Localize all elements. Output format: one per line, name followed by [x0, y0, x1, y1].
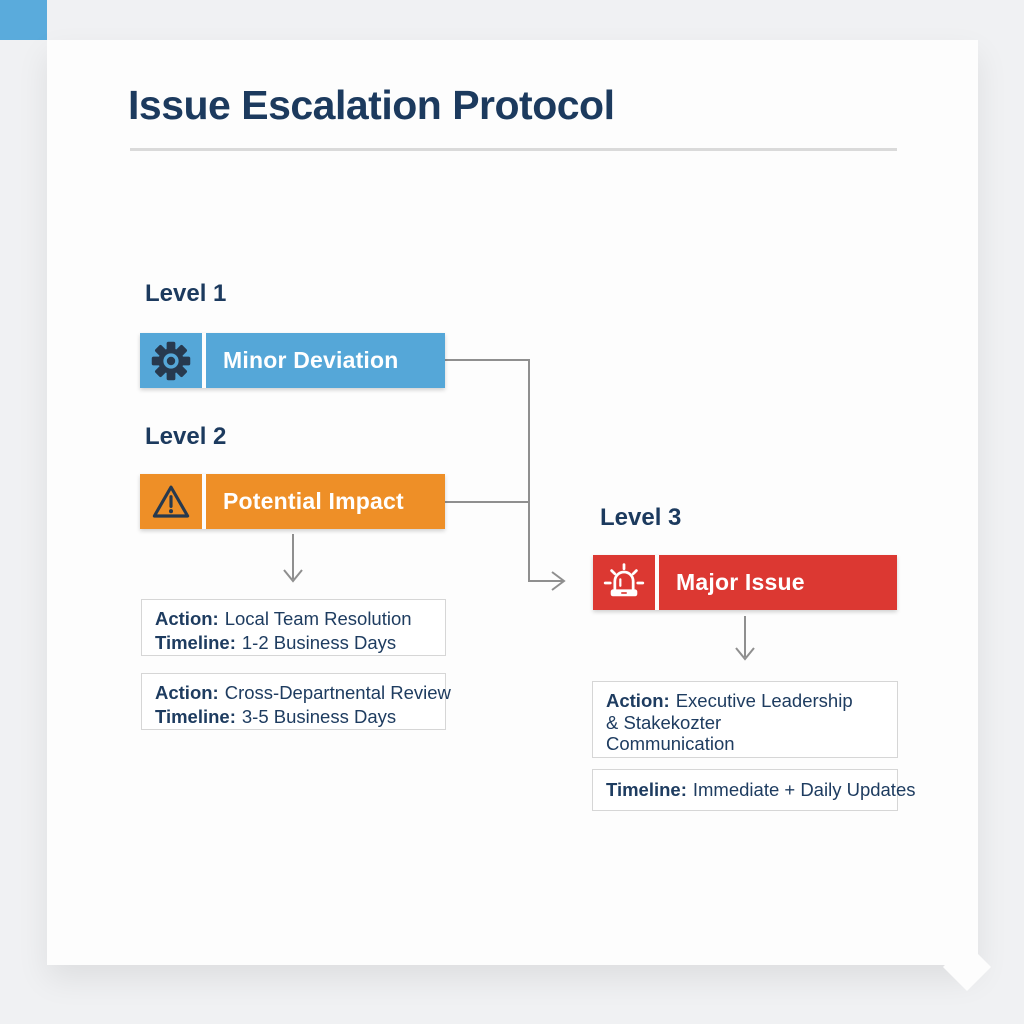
action-label: Action:	[155, 682, 219, 703]
action-label: Action:	[606, 690, 670, 711]
action-text: Local Team Resolution	[224, 608, 412, 629]
level-1-bar-label: Minor Deviation	[223, 347, 399, 373]
connector-vertical-to-level3	[528, 359, 563, 582]
level-2-label: Level 2	[145, 423, 227, 450]
timeline-label: Timeline:	[155, 632, 236, 653]
level-1-label: Level 1	[145, 280, 227, 307]
page-title: Issue Escalation Protocol	[128, 82, 615, 128]
action-text-line2: & Stakekozter	[606, 711, 722, 733]
arrowhead-down-icon	[283, 569, 303, 583]
detail-box-level3-timeline: Timeline:Immediate + Daily Updates	[592, 769, 916, 811]
infographic-canvas: Issue Escalation Protocol Level 1	[47, 40, 992, 992]
gear-icon	[140, 333, 206, 388]
action-line: Action:Executive Leadership	[606, 690, 897, 712]
timeline-label: Timeline:	[606, 779, 687, 800]
level-2-bar: Potential Impact	[140, 474, 445, 529]
siren-icon	[593, 555, 659, 610]
timeline-text: 1-2 Business Days	[241, 632, 397, 653]
arrowhead-right-icon	[551, 571, 566, 591]
corner-star-decoration	[942, 942, 992, 992]
timeline-text: Immediate + Daily Updates	[692, 779, 916, 800]
detail-box-level1: Action:Local Team Resolution Timeline:1-…	[141, 599, 446, 656]
title-divider	[130, 148, 897, 151]
arrowhead-down-icon	[735, 647, 755, 661]
level-2-bar-label: Potential Impact	[223, 488, 404, 514]
action-line: Action:Local Team Resolution	[155, 607, 445, 631]
detail-box-level2: Action:Cross-Departnental Review Timelin…	[141, 673, 451, 730]
level-1-bar: Minor Deviation	[140, 333, 445, 388]
action-label: Action:	[155, 608, 219, 629]
detail-box-level3-action: Action:Executive Leadership & Stakekozte…	[592, 681, 898, 758]
action-text-line3: Communication	[606, 733, 735, 754]
warning-triangle-icon	[140, 474, 206, 529]
timeline-label: Timeline:	[155, 706, 236, 727]
timeline-line: Timeline:1-2 Business Days	[155, 631, 445, 655]
timeline-line: Timeline:Immediate + Daily Updates	[606, 779, 916, 801]
level-3-bar: Major Issue	[593, 555, 897, 610]
timeline-text: 3-5 Business Days	[241, 706, 397, 727]
corner-accent-square	[0, 0, 47, 40]
level-3-bar-label: Major Issue	[676, 569, 805, 595]
timeline-line: Timeline:3-5 Business Days	[155, 705, 445, 729]
action-text-line1: Executive Leadership	[675, 690, 853, 711]
level-3-label: Level 3	[600, 504, 682, 531]
action-line: Action:Cross-Departnental Review	[155, 681, 451, 705]
action-text: Cross-Departnental Review	[224, 682, 451, 703]
